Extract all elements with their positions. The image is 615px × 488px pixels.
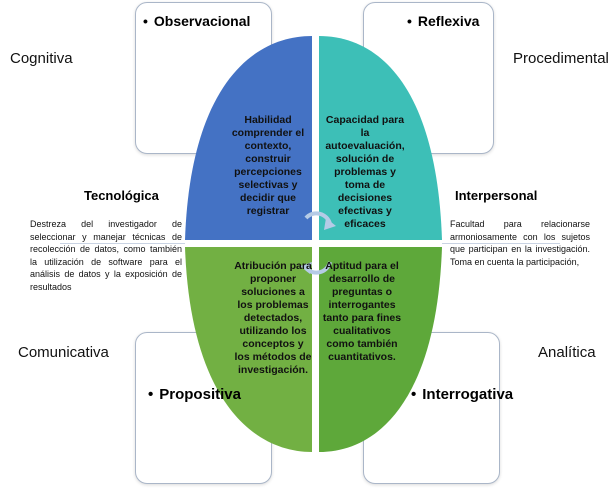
label-analitica: Analítica bbox=[538, 344, 596, 361]
horizontal-divider bbox=[180, 240, 442, 247]
label-procedimental: Procedimental bbox=[513, 50, 609, 67]
label-cognitiva: Cognitiva bbox=[10, 50, 73, 67]
title-interrogativa: • Interrogativa bbox=[411, 386, 513, 403]
tecnologica-title: Tecnológica bbox=[84, 188, 159, 203]
arrow-heads-icon bbox=[300, 218, 336, 274]
quadrant-text-top-right: Capacidad para la autoevaluación, soluci… bbox=[325, 114, 405, 230]
bullet-icon: • bbox=[411, 386, 417, 403]
quadrant-top-left bbox=[185, 36, 312, 240]
bullet-icon: • bbox=[148, 386, 154, 403]
interrogativa-label: Interrogativa bbox=[422, 386, 514, 403]
observacional-label: Observacional bbox=[153, 13, 251, 29]
title-reflexiva: • Reflexiva bbox=[407, 13, 479, 29]
reflexiva-label: Reflexiva bbox=[417, 13, 480, 29]
bullet-icon: • bbox=[407, 13, 412, 29]
title-observacional: • Observacional bbox=[143, 13, 250, 29]
interpersonal-title: Interpersonal bbox=[455, 188, 538, 203]
quadrant-text-bottom-left: Atribución para proponer soluciones a lo… bbox=[234, 260, 312, 376]
tecnologica-description: Destreza del investigador de seleccionar… bbox=[30, 219, 182, 292]
quadrant-text-top-left: Habilidad comprender el contexto, constr… bbox=[231, 114, 305, 217]
quadrant-bottom-left bbox=[185, 247, 312, 452]
title-propositiva: • Propositiva bbox=[148, 386, 241, 403]
interpersonal-description: Facultad para relacionarse armoniosament… bbox=[450, 219, 590, 267]
quadrant-top-right bbox=[319, 36, 442, 240]
propositiva-label: Propositiva bbox=[159, 386, 241, 403]
quadrant-bottom-right bbox=[319, 247, 442, 452]
label-comunicativa: Comunicativa bbox=[18, 344, 109, 361]
quadrant-text-bottom-right: Aptitud para el desarrollo de preguntas … bbox=[322, 260, 402, 363]
bullet-icon: • bbox=[143, 13, 148, 29]
